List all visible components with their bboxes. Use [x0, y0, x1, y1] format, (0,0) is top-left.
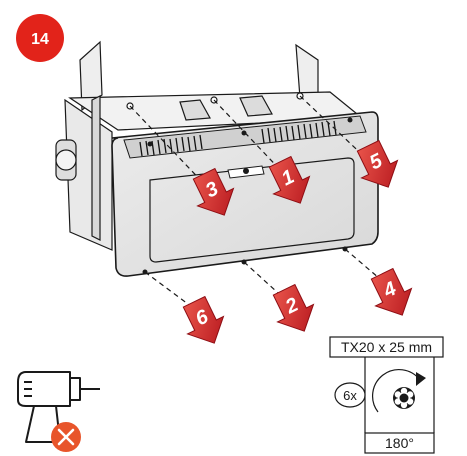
quantity-badge: 6x: [334, 382, 366, 408]
arrow-5: 5: [356, 139, 399, 188]
angle-box: [364, 432, 435, 454]
arrow-shape: [268, 155, 311, 204]
cover-top-strip: [123, 115, 367, 159]
step-badge-circle: [16, 14, 64, 62]
rotation-arrowhead: [416, 372, 426, 386]
cover-inner-panel: [149, 157, 355, 263]
rotation-arrow-icon: [372, 369, 421, 413]
angle-label: 180°: [385, 435, 414, 451]
arrow-shape: [370, 267, 413, 316]
cordless-drill-icon: [17, 371, 100, 443]
step-number: 14: [31, 31, 49, 48]
bit-size-label: TX20 x 25 mm: [341, 339, 432, 355]
cross-icon: [51, 422, 81, 452]
arrow-shape: [272, 283, 315, 332]
step-badge: 14: [16, 14, 64, 62]
tool-spec-box: TX20 x 25 mm 180° 6x: [329, 336, 444, 454]
cover-ventilation-grille: [139, 120, 337, 157]
arrow-shape: [182, 295, 225, 344]
arrow-2: 2: [272, 283, 315, 332]
arrow-shape: [192, 167, 235, 216]
arrow-shape: [356, 139, 399, 188]
cover-status-led: [243, 168, 249, 174]
arrow-6: 6: [182, 295, 225, 344]
arrow-4: 4: [370, 267, 413, 316]
bit-size-box: [329, 336, 444, 358]
torx-bit-icon: [393, 387, 415, 409]
arrow-3: 3: [192, 167, 235, 216]
front-cover: [111, 111, 379, 277]
arrow-1: 1: [268, 155, 311, 204]
quantity-label: 6x: [343, 388, 357, 403]
